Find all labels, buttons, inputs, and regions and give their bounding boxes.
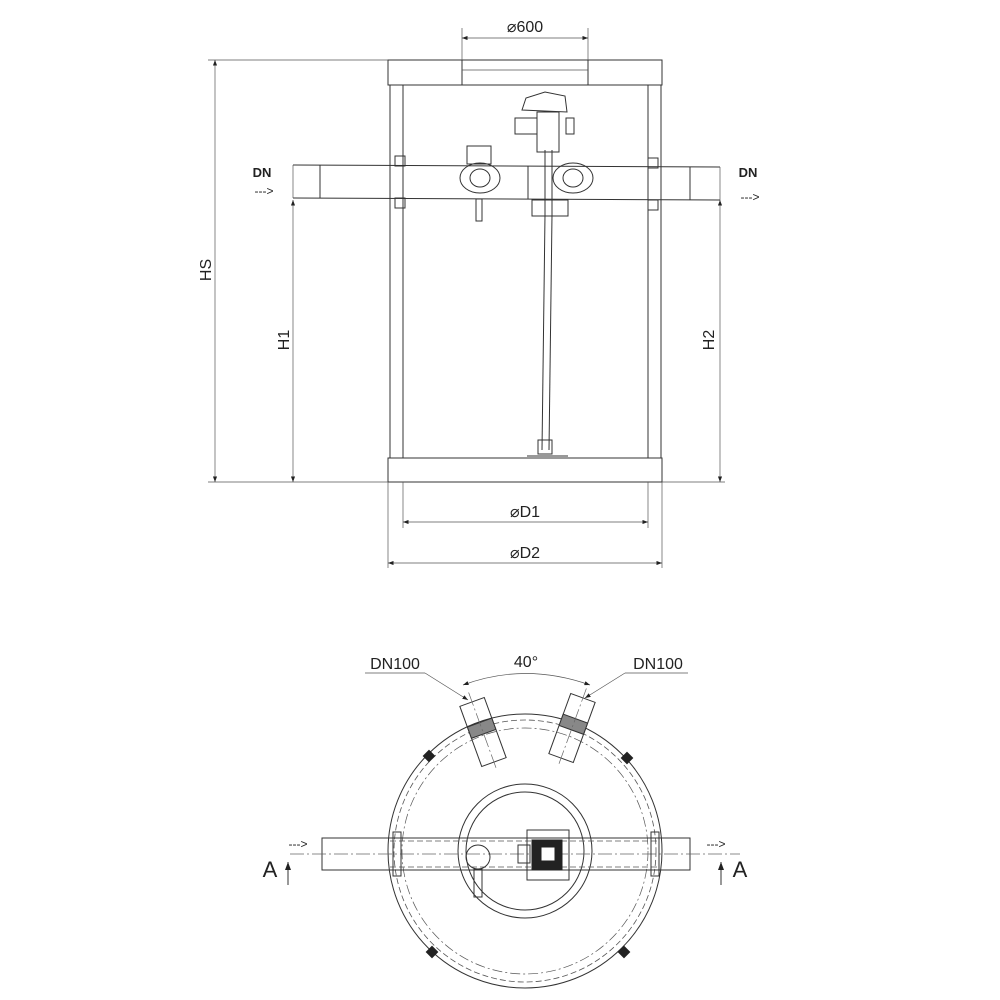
plan-right-flow-arrow: ---> <box>707 837 726 851</box>
manhole-opening <box>457 783 593 919</box>
dimension-d2: ⌀D2 <box>387 482 663 568</box>
dim-opening-label: ⌀600 <box>507 19 543 36</box>
section-left-label: A <box>263 857 278 882</box>
section-marker-left: A ---> <box>263 837 308 885</box>
valve-right <box>552 162 594 194</box>
valve-plan <box>465 829 570 898</box>
section-marker-right: A ---> <box>707 837 748 885</box>
branch-left <box>459 692 507 770</box>
plan-view: 40° DN100 DN100 A ---> A ---> <box>263 654 748 989</box>
angle-dimension: 40° <box>462 654 591 686</box>
branch-left-label: DN100 <box>370 656 420 673</box>
branch-right <box>548 688 596 766</box>
dimension-hs: HS <box>198 59 388 483</box>
outlet-dn-label: DN <box>739 165 758 180</box>
inlet-dn-label: DN <box>253 165 272 180</box>
plan-left-flow-arrow: ---> <box>289 837 308 851</box>
outlet-flow-arrow: ---> <box>741 190 760 204</box>
dim-h2-label: H2 <box>701 330 718 351</box>
dimension-opening: ⌀600 <box>461 19 589 60</box>
branch-right-leader: DN100 <box>584 656 688 699</box>
shaft-walls <box>389 84 662 459</box>
anchor-bolts <box>422 749 634 959</box>
guide-rod <box>527 214 568 457</box>
top-slab <box>387 59 663 86</box>
dim-d2-label: ⌀D2 <box>510 545 540 562</box>
main-pipe-plan <box>290 831 740 877</box>
angle-label: 40° <box>514 654 538 671</box>
dim-d1-label: ⌀D1 <box>510 504 540 521</box>
inlet-flow-arrow: ---> <box>255 184 274 198</box>
valve-left <box>459 145 501 222</box>
dimension-d1: ⌀D1 <box>402 482 649 528</box>
section-right-label: A <box>733 857 748 882</box>
outer-ring <box>387 713 663 989</box>
dim-hs-label: HS <box>198 259 215 281</box>
dimension-h2: H2 <box>662 167 725 483</box>
actuator <box>514 91 575 217</box>
branch-right-label: DN100 <box>633 656 683 673</box>
dimension-h1: H1 <box>276 165 296 482</box>
dim-h1-label: H1 <box>276 330 293 351</box>
side-view: ⌀600 HS H1 H2 ⌀D1 ⌀D2 <box>198 19 760 568</box>
pipe <box>292 155 721 211</box>
bottom-slab <box>387 457 663 483</box>
branch-left-leader: DN100 <box>365 656 469 701</box>
